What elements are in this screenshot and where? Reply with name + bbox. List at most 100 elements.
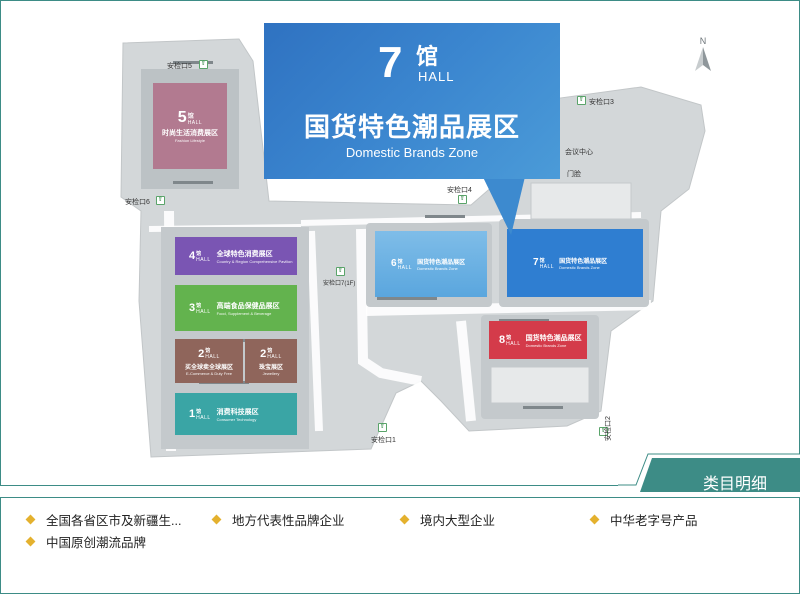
checkpoint-2-label: 安检口2 xyxy=(605,416,612,441)
checkpoint-1-label: 安检口1 xyxy=(371,437,396,444)
callout-hall-suffix: 馆 xyxy=(416,44,439,69)
hall-suffix: 馆 xyxy=(205,347,211,354)
hall-2b-block[interactable]: 2 馆 HALL 珠宝展区 Jewellery xyxy=(245,339,297,383)
legend-item[interactable]: 地方代表性品牌企业 xyxy=(211,510,345,529)
hall-1-block[interactable]: 1 馆 HALL 消费科技展区 Consumer Technology xyxy=(175,393,297,435)
hall-suffix: 馆 xyxy=(267,347,273,354)
checkpoint-4-label: 安检口4 xyxy=(447,187,472,194)
hall-name-cn: 国货特色潮品展区 xyxy=(417,260,466,266)
exit-icon: ⇧ xyxy=(199,60,208,69)
hall-word: HALL xyxy=(187,119,203,126)
hall-5-block[interactable]: 5 馆 HALL 时尚生活消费展区 Fashion Lifestyle xyxy=(153,83,227,169)
hall-number: 8 xyxy=(499,333,506,346)
hall-name-en: Consumer Technology xyxy=(216,416,257,422)
exit-icon: ⇧ xyxy=(577,96,586,105)
hall-number: 2 xyxy=(198,347,205,360)
hall-6-block[interactable]: 6 馆 HALL 国货特色潮品展区 Domestic Brands Zone xyxy=(375,231,487,297)
diamond-bullet-icon xyxy=(25,536,36,547)
callout-pointer xyxy=(482,177,534,235)
hall-name-en: Domestic Brands Zone xyxy=(417,266,458,271)
corridor xyxy=(356,228,422,386)
hall-name-cn: 买全球卖全球展区 xyxy=(184,364,233,371)
corridor xyxy=(456,320,476,422)
hall-word: HALL xyxy=(267,353,282,360)
hall-7-block[interactable]: 7 馆 HALL 国货特色潮品展区 Domestic Brands Zone xyxy=(507,229,643,297)
hall-word: HALL xyxy=(196,256,211,263)
legend-item[interactable]: 全国各省区市及新疆生... xyxy=(25,510,182,529)
hall-name-cn: 高端食品保健品展区 xyxy=(216,302,280,310)
hall-name-en: Fashion Lifestyle xyxy=(174,137,205,143)
hall-word: HALL xyxy=(397,264,413,271)
south-annex xyxy=(490,366,590,404)
hall-suffix: 馆 xyxy=(539,257,545,264)
legend-item[interactable]: 中国原创潮流品牌 xyxy=(25,532,147,551)
checkpoint-3-label: 安检口3 xyxy=(589,99,614,106)
hall-4-block[interactable]: 4 馆 HALL 全球特色消费展区 Country & Region Compr… xyxy=(175,237,297,275)
category-legend: 全国各省区市及新疆生... 地方代表性品牌企业 境内大型企业 中华老字号产品 中… xyxy=(0,497,800,594)
hall-name-en: E-Commerce & Duty Free xyxy=(185,370,232,376)
hall-number: 2 xyxy=(260,347,267,360)
hall-name-cn: 珠宝展区 xyxy=(258,364,283,371)
hall-number: 7 xyxy=(533,257,539,268)
compass-letter: N xyxy=(700,36,707,46)
callout-hall-word: HALL xyxy=(418,69,455,84)
hall-name-en: Jewellery xyxy=(262,370,280,376)
callout-zone-cn: 国货特色潮品展区 xyxy=(303,112,520,142)
north-compass-icon: N xyxy=(695,36,711,71)
hall-number: 6 xyxy=(391,258,397,269)
hall-suffix: 馆 xyxy=(196,408,202,415)
hall-number: 3 xyxy=(189,301,196,314)
exit-icon: ⇧ xyxy=(599,427,608,436)
legend-item-label: 全国各省区市及新疆生... xyxy=(46,514,182,528)
checkpoint-5-label: 安检口5 xyxy=(167,63,192,70)
hall-name-en: Food, Supplement & Beverage xyxy=(216,310,272,316)
hall-name-cn: 时尚生活消费展区 xyxy=(162,129,218,137)
legend-item-label: 地方代表性品牌企业 xyxy=(232,514,345,528)
corridor xyxy=(307,230,323,432)
exit-icon: ⇧ xyxy=(336,267,345,276)
hall-suffix: 馆 xyxy=(196,250,202,257)
exit-icon: ⇧ xyxy=(156,196,165,205)
hall-suffix: 馆 xyxy=(506,334,512,341)
hall-7-callout: 7 馆 HALL 国货特色潮品展区 Domestic Brands Zone xyxy=(264,23,560,179)
hall-number: 1 xyxy=(189,407,196,420)
legend-item-label: 中国原创潮流品牌 xyxy=(46,536,147,550)
hall-suffix: 馆 xyxy=(196,302,202,309)
hall-name-en: Country & Region Comprehensive Pavilion xyxy=(216,258,293,264)
venue-map: 5 馆 HALL 时尚生活消费展区 Fashion Lifestyle 4 馆 … xyxy=(0,0,800,486)
hall-word: HALL xyxy=(196,308,211,315)
callout-zone-en: Domestic Brands Zone xyxy=(345,145,479,160)
hall-word: HALL xyxy=(539,263,555,270)
hall-name-cn: 消费科技展区 xyxy=(216,408,259,416)
hall-name-en: Domestic Brands Zone xyxy=(559,265,600,270)
hall-word: HALL xyxy=(196,414,211,421)
north-building xyxy=(530,182,632,220)
legend-item-label: 中华老字号产品 xyxy=(610,514,698,528)
exit-icon: ⇧ xyxy=(378,423,387,432)
hall-number: 4 xyxy=(189,249,196,262)
gate-label: 门脸 xyxy=(567,171,581,178)
callout-hall-number: 7 xyxy=(378,38,403,87)
conference-center-label: 会议中心 xyxy=(565,149,593,156)
legend-item[interactable]: 境内大型企业 xyxy=(399,510,496,529)
diamond-bullet-icon xyxy=(25,514,36,525)
hall-3-block[interactable]: 3 馆 HALL 高端食品保健品展区 Food, Supplement & Be… xyxy=(175,285,297,331)
hall-name-cn: 国货特色潮品展区 xyxy=(559,259,608,265)
hall-2a-block[interactable]: 2 馆 HALL 买全球卖全球展区 E-Commerce & Duty Free xyxy=(175,339,243,383)
hall-8-block[interactable]: 8 馆 HALL 国货特色潮品展区 Domestic Brands Zone xyxy=(489,321,587,359)
diamond-bullet-icon xyxy=(399,514,410,525)
hall-suffix: 馆 xyxy=(397,258,403,265)
checkpoint-6-label: 安检口6 xyxy=(125,199,150,206)
legend-item-label: 境内大型企业 xyxy=(420,514,496,528)
hall-word: HALL xyxy=(205,353,220,360)
diamond-bullet-icon xyxy=(589,514,600,525)
exit-icon: ⇧ xyxy=(458,195,467,204)
legend-tab xyxy=(618,453,800,492)
hall-number: 5 xyxy=(177,108,187,126)
checkpoint-7-label: 安检口7(1F) xyxy=(323,281,356,287)
hall-name-cn: 国货特色潮品展区 xyxy=(525,334,582,342)
hall-word: HALL xyxy=(506,340,521,347)
legend-title: 类目明细 xyxy=(702,476,767,493)
hall-name-en: Domestic Brands Zone xyxy=(525,342,567,348)
legend-item[interactable]: 中华老字号产品 xyxy=(589,510,698,529)
